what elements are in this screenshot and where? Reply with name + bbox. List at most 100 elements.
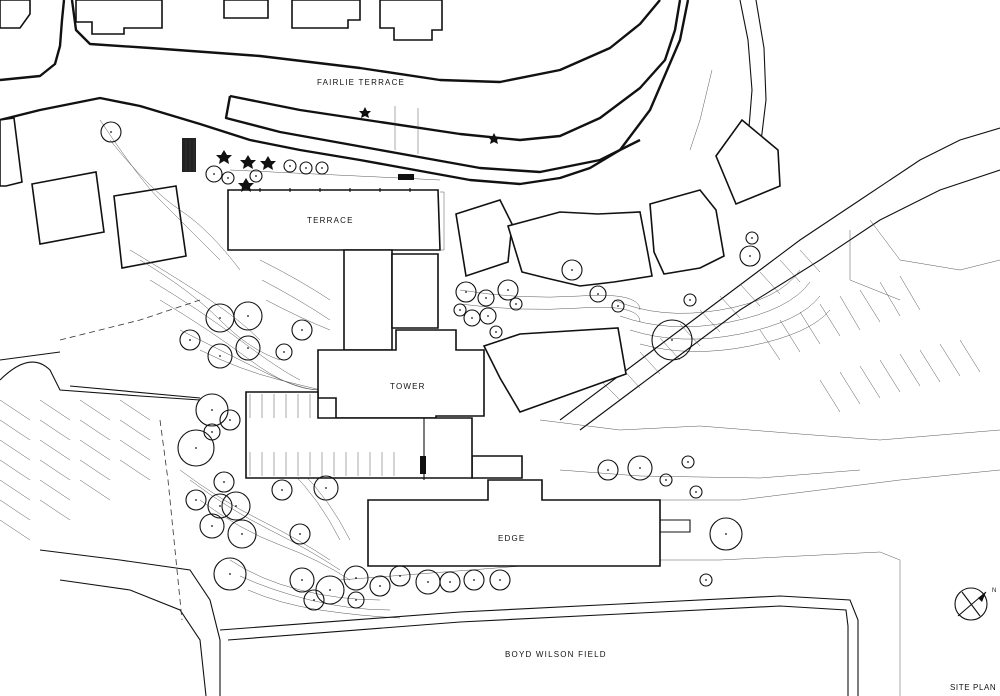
tree-center-dot	[749, 255, 751, 257]
tree-symbol	[313, 475, 339, 501]
tree-center-dot	[281, 489, 283, 491]
tree-center-dot	[195, 499, 197, 501]
tree-center-dot	[495, 331, 497, 333]
tree-center-dot	[473, 579, 475, 581]
tower-building	[317, 327, 627, 479]
tree-center-dot	[725, 533, 727, 535]
tree-symbol	[283, 159, 297, 173]
tree-symbol	[651, 319, 693, 361]
tree-symbol	[315, 161, 329, 175]
tree-center-dot	[487, 315, 489, 317]
tree-symbol	[561, 259, 583, 281]
site-plan-title: SITE PLAN	[950, 683, 997, 692]
tree-symbol	[289, 523, 311, 545]
tree-center-dot	[227, 177, 229, 179]
tree-center-dot	[695, 491, 697, 493]
tree-symbol	[343, 565, 369, 591]
boyd-wilson-field-label: BOYD WILSON FIELD	[505, 650, 607, 659]
tree-center-dot	[211, 409, 213, 411]
tree-center-dot	[289, 165, 291, 167]
fairlie-terrace-label: FAIRLIE TERRACE	[317, 78, 406, 87]
tree-center-dot	[355, 599, 357, 601]
tree-center-dot	[379, 585, 381, 587]
tree-center-dot	[399, 575, 401, 577]
tree-symbol	[463, 309, 481, 327]
tree-center-dot	[687, 461, 689, 463]
slope-hatching-left	[0, 299, 201, 541]
terrace-building	[227, 188, 445, 351]
tree-symbol	[463, 569, 485, 591]
tree-center-dot	[751, 237, 753, 239]
tree-center-dot	[689, 299, 691, 301]
tree-symbol	[235, 335, 261, 361]
tree-symbol	[659, 473, 673, 487]
tree-symbol	[275, 343, 293, 361]
tree-center-dot	[671, 339, 673, 341]
tree-symbol	[509, 297, 523, 311]
tree-center-dot	[195, 447, 197, 449]
tree-symbol	[249, 169, 263, 183]
trees	[100, 121, 761, 611]
tree-symbol	[207, 343, 233, 369]
tree-symbol	[699, 573, 713, 587]
tree-symbol	[489, 325, 503, 339]
boyd-wilson-field-boundary	[39, 419, 1000, 696]
tree-symbol	[207, 493, 233, 519]
tree-center-dot	[325, 487, 327, 489]
tree-center-dot	[301, 579, 303, 581]
tree-center-dot	[597, 293, 599, 295]
tree-center-dot	[219, 505, 221, 507]
tree-center-dot	[110, 131, 112, 133]
tree-center-dot	[427, 581, 429, 583]
tree-center-dot	[499, 579, 501, 581]
tree-center-dot	[485, 297, 487, 299]
tree-symbol	[439, 571, 461, 593]
tree-symbol	[497, 279, 519, 301]
tree-symbol	[205, 165, 223, 183]
tree-center-dot	[459, 309, 461, 311]
tree-center-dot	[229, 419, 231, 421]
tree-symbol	[453, 303, 467, 317]
tree-center-dot	[507, 289, 509, 291]
tree-symbol	[227, 519, 257, 549]
tree-center-dot	[449, 581, 451, 583]
tree-symbol	[689, 485, 703, 499]
tree-center-dot	[705, 579, 707, 581]
tree-symbol	[455, 281, 477, 303]
tree-symbol	[389, 565, 411, 587]
tree-symbol	[745, 231, 759, 245]
tree-center-dot	[241, 533, 243, 535]
terrace-building-label: TERRACE	[307, 216, 354, 225]
tree-symbol	[627, 455, 653, 481]
tree-center-dot	[229, 573, 231, 575]
tree-center-dot	[219, 317, 221, 319]
tree-symbol	[185, 489, 207, 511]
tree-symbol	[369, 575, 391, 597]
tree-center-dot	[235, 505, 237, 507]
tree-symbol	[291, 319, 313, 341]
north-arrow	[954, 587, 988, 621]
tree-center-dot	[305, 167, 307, 169]
tree-center-dot	[223, 481, 225, 483]
slope-hatching-right	[559, 127, 1000, 431]
planting-strip	[182, 138, 441, 181]
tree-symbol	[709, 517, 743, 551]
edge-building-label: EDGE	[498, 534, 526, 543]
neighbour-houses-right	[455, 118, 781, 287]
tree-symbol	[199, 513, 225, 539]
tree-symbol	[589, 285, 607, 303]
edge-building	[367, 479, 661, 567]
tree-center-dot	[313, 599, 315, 601]
tree-center-dot	[465, 291, 467, 293]
tree-center-dot	[665, 479, 667, 481]
tree-center-dot	[219, 355, 221, 357]
tree-symbol	[739, 245, 761, 267]
tree-center-dot	[639, 467, 641, 469]
fairlie-terrace-road	[0, 0, 767, 186]
tree-symbol	[221, 491, 251, 521]
tree-center-dot	[247, 347, 249, 349]
tree-symbol	[347, 591, 365, 609]
tower-building-label: TOWER	[390, 382, 426, 391]
tree-symbol	[477, 289, 495, 307]
